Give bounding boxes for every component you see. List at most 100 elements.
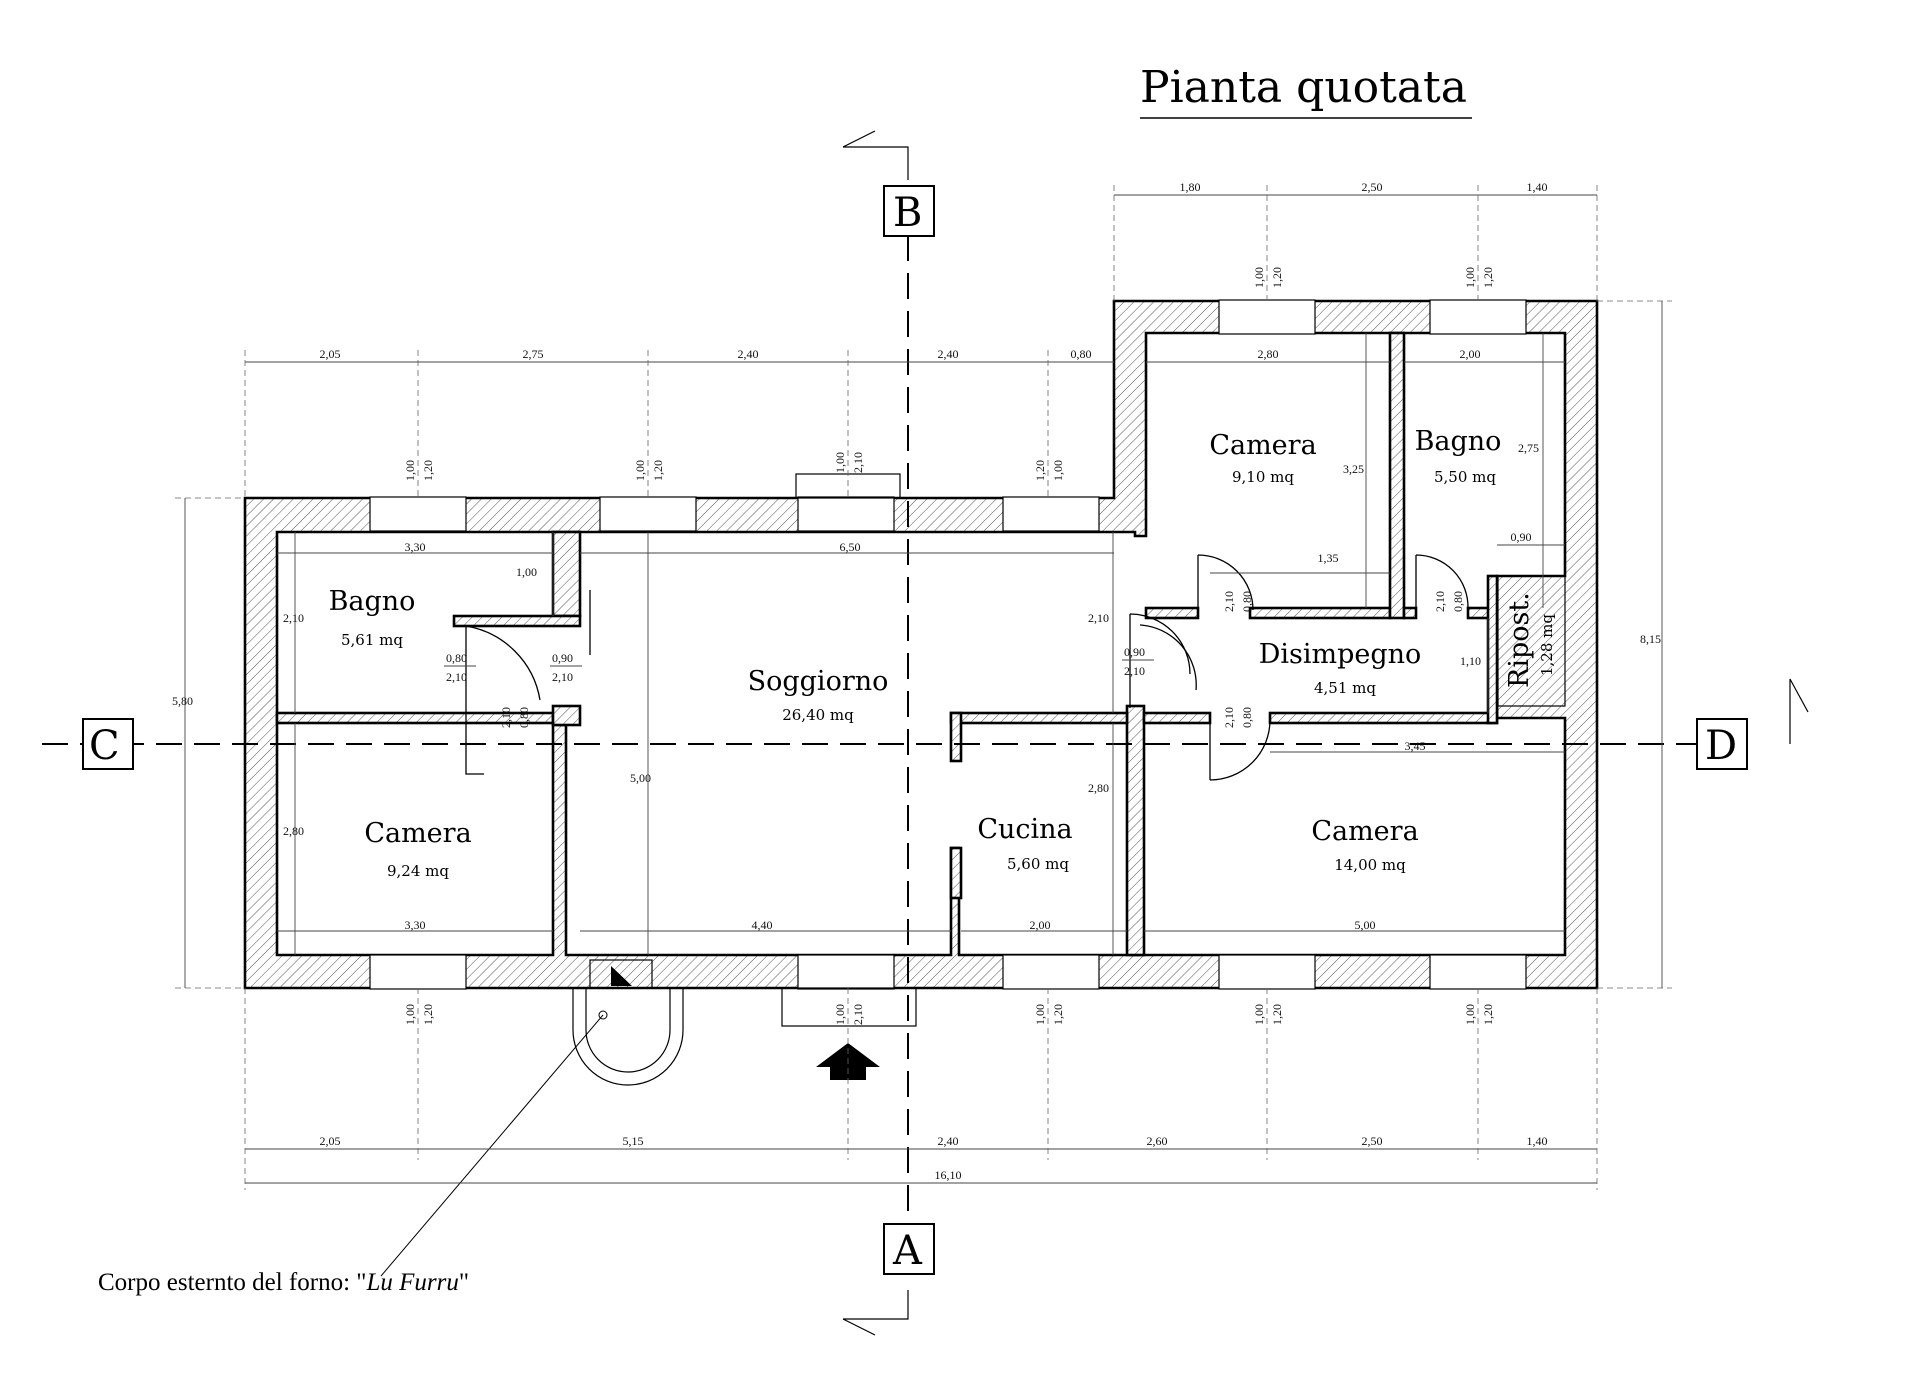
dim-label: 1,00	[1463, 267, 1477, 288]
oven	[380, 959, 684, 1277]
dim-label: 2,50	[1362, 180, 1383, 194]
plan-title: Pianta quotata	[1140, 62, 1467, 113]
window	[1218, 954, 1316, 990]
wall-disimpegno-bottom-b	[1268, 711, 1499, 725]
window	[1429, 954, 1527, 990]
dim-label: 1,00	[516, 565, 537, 579]
window	[599, 496, 697, 532]
dim-label: 0,90	[1511, 530, 1532, 544]
door-swing	[1129, 613, 1191, 708]
room-name: Camera	[364, 818, 471, 849]
dim-label: 2,10	[1222, 707, 1236, 728]
dim-label: 1,00	[403, 1004, 417, 1025]
room-name: Cucina	[977, 814, 1072, 845]
wall-camera-top-bottom-a	[1144, 606, 1200, 620]
dim-label: 1,80	[1180, 180, 1201, 194]
window	[1429, 299, 1527, 335]
room-name: Bagno	[329, 586, 416, 617]
dim-label: 1,20	[1051, 1004, 1065, 1025]
door-swing	[1139, 624, 1197, 691]
section-label-a: A	[883, 1223, 935, 1275]
dim-label: 1,20	[1270, 267, 1284, 288]
doors	[465, 554, 1566, 781]
window	[1002, 496, 1100, 532]
room-disimpegno: Disimpegno 4,51 mq	[1259, 639, 1422, 697]
ripost-frame	[1497, 575, 1566, 707]
dimension-lines	[175, 185, 1672, 1190]
dim-label: 2,10	[1222, 591, 1236, 612]
dim-label: 2,50	[1362, 1134, 1383, 1148]
room-ripost: Ripost. 1,28 mq	[1504, 592, 1556, 688]
entrance-step	[781, 987, 917, 1027]
section-label-b: B	[883, 185, 935, 237]
oven-note: Corpo esternto del forno: "Lu Furru"	[98, 1269, 469, 1296]
dim-label: 5,00	[1355, 918, 1376, 932]
dim-label: 0,80	[1451, 591, 1465, 612]
room-area: 5,50 mq	[1434, 468, 1496, 486]
dim-label: 2,10	[851, 1004, 865, 1025]
dim-label: 2,10	[446, 670, 467, 684]
dim-label: 2,80	[1258, 347, 1279, 361]
room-area: 4,51 mq	[1314, 679, 1376, 697]
dim-label: 0,80	[1071, 347, 1092, 361]
window	[797, 496, 895, 532]
dim-label: 16,10	[935, 1168, 962, 1182]
dim-label: 0,90	[552, 651, 573, 665]
dimension-texts: 2,05 2,75 2,40 2,40 0,80 1,80 2,50 1,40 …	[172, 180, 1661, 1182]
room-camera-right: Camera 14,00 mq	[1311, 816, 1418, 874]
dim-label: 0,90	[1124, 645, 1145, 659]
section-label-c: C	[82, 718, 134, 770]
dim-label: 1,20	[421, 1004, 435, 1025]
wall-cucina-stub	[949, 711, 963, 763]
dim-label: 1,00	[633, 460, 647, 481]
dim-label: 0,80	[1240, 707, 1254, 728]
room-area: 1,28 mq	[1538, 614, 1556, 676]
wall-cucina-stub2	[949, 846, 963, 900]
dim-label: 4,40	[752, 918, 773, 932]
room-name: Bagno	[1415, 426, 1502, 457]
window	[369, 496, 467, 532]
entrance-door	[797, 954, 895, 990]
wall-stub-left	[551, 704, 582, 727]
dim-label: 3,30	[405, 540, 426, 554]
wall-ripost	[1486, 574, 1499, 725]
room-area: 9,10 mq	[1232, 468, 1294, 486]
room-area: 9,24 mq	[387, 862, 449, 880]
dim-label: 1,00	[403, 460, 417, 481]
door-swing	[1209, 718, 1271, 781]
dim-label: 2,40	[938, 347, 959, 361]
dim-label: 2,05	[320, 1134, 341, 1148]
wall-camera-top-bottom-b	[1248, 606, 1392, 620]
dim-label: 3,25	[1343, 462, 1364, 476]
svg-text:A: A	[892, 1228, 923, 1274]
room-area: 5,61 mq	[341, 631, 403, 649]
wall-disimpegno-bottom-a	[1142, 711, 1212, 725]
dim-label: 2,80	[283, 824, 304, 838]
dim-label: 1,00	[1051, 460, 1065, 481]
dim-label: 2,05	[320, 347, 341, 361]
dim-label: 2,40	[738, 347, 759, 361]
dim-label: 1,40	[1527, 180, 1548, 194]
dim-label: 1,00	[833, 452, 847, 473]
dim-label: 2,00	[1030, 918, 1051, 932]
room-camera-top: Camera 9,10 mq	[1209, 430, 1316, 486]
dim-label: 1,20	[1481, 1004, 1495, 1025]
room-name: Camera	[1209, 430, 1316, 461]
room-soggiorno: Soggiorno 26,40 mq	[748, 666, 889, 724]
section-label-d: D	[1696, 718, 1748, 770]
dim-label: 1,00	[1463, 1004, 1477, 1025]
dim-label: 1,00	[1252, 267, 1266, 288]
room-camera-left: Camera 9,24 mq	[364, 818, 471, 880]
dim-label: 1,00	[1033, 1004, 1047, 1025]
svg-text:D: D	[1705, 723, 1737, 769]
window	[369, 954, 467, 990]
dim-label: 2,10	[1124, 664, 1145, 678]
room-bagno-top: Bagno 5,50 mq	[1415, 426, 1502, 486]
window	[1002, 954, 1100, 990]
wall-cucina-camera	[1125, 704, 1146, 957]
dim-label: 1,20	[651, 460, 665, 481]
wall-camera-bagno	[1388, 331, 1406, 620]
dim-label: 1,00	[1252, 1004, 1266, 1025]
door-swing	[1197, 554, 1254, 611]
dim-label: 0,80	[446, 651, 467, 665]
